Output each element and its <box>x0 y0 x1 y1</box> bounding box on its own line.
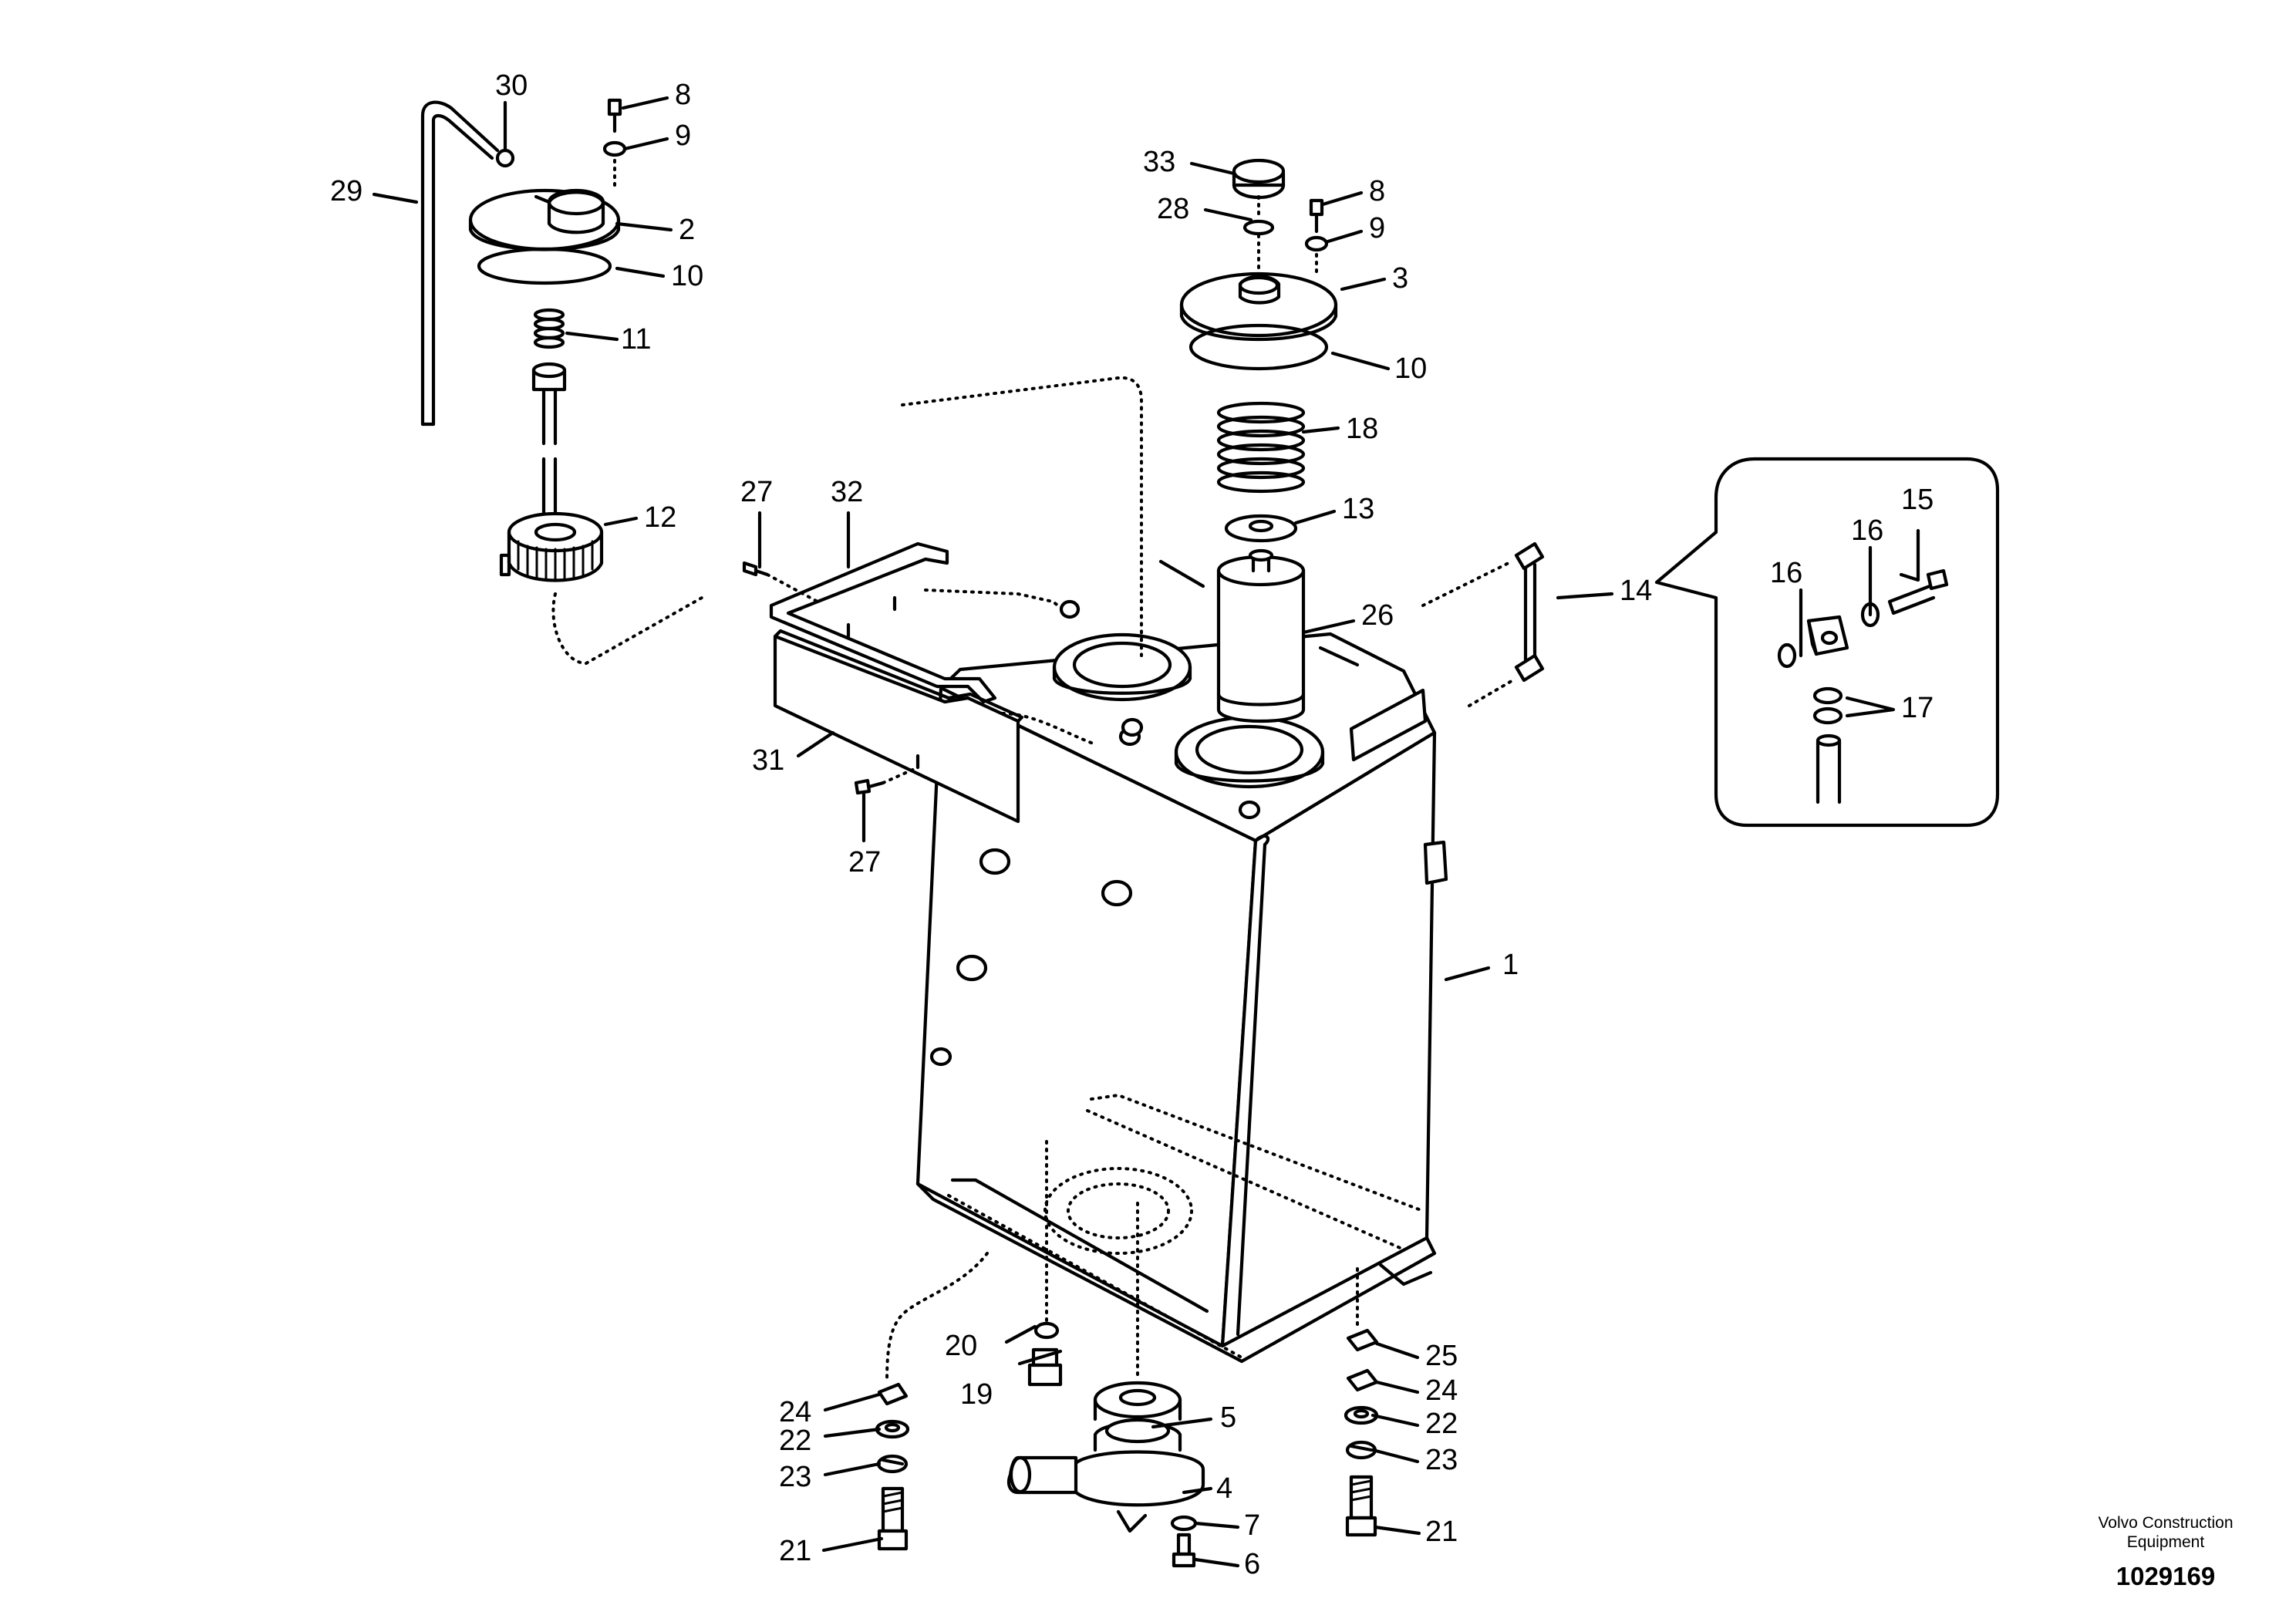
callout-23b: 23 <box>1425 1444 1458 1476</box>
callout-6: 6 <box>1244 1548 1260 1580</box>
callout-30: 30 <box>495 69 528 102</box>
bottom-parts <box>875 1140 1379 1568</box>
brand-line-2: Equipment <box>2127 1533 2205 1551</box>
callout-26: 26 <box>1361 599 1394 632</box>
document-number: 1029169 <box>2116 1562 2215 1590</box>
filter-assembly <box>1179 158 1338 723</box>
brand-line-1: Volvo Construction <box>2098 1514 2233 1532</box>
callout-32: 32 <box>831 476 863 508</box>
bracket-assembly <box>742 376 1143 824</box>
callout-9b: 9 <box>1369 212 1385 244</box>
callout-24a: 24 <box>779 1396 811 1428</box>
callout-2: 2 <box>679 214 695 246</box>
callout-13: 13 <box>1342 493 1374 525</box>
callout-12: 12 <box>644 501 676 534</box>
callout-22a: 22 <box>779 1425 811 1457</box>
level-gauge <box>1421 541 1545 707</box>
hydraulic-tank <box>915 559 1448 1364</box>
leader-lines <box>372 96 1920 1568</box>
callout-20: 20 <box>945 1330 977 1362</box>
callout-21a: 21 <box>779 1535 811 1567</box>
callout-31: 31 <box>752 744 784 777</box>
callout-19: 19 <box>960 1378 993 1411</box>
callout-10a: 10 <box>671 260 703 292</box>
callout-27a: 27 <box>740 476 773 508</box>
callout-23a: 23 <box>779 1461 811 1493</box>
callout-7: 7 <box>1244 1509 1260 1542</box>
detail-bubble <box>1654 457 2000 828</box>
callout-16b: 16 <box>1851 514 1883 547</box>
callout-17: 17 <box>1901 692 1934 724</box>
callout-labels: 1 2 3 4 5 6 7 8 8 9 9 10 10 11 12 13 14 … <box>330 69 1934 1580</box>
callout-29: 29 <box>330 175 362 207</box>
callout-27b: 27 <box>848 846 881 878</box>
callout-16a: 16 <box>1770 557 1802 589</box>
callout-24b: 24 <box>1425 1374 1458 1407</box>
callout-18: 18 <box>1346 413 1378 445</box>
callout-5: 5 <box>1220 1401 1236 1434</box>
breather-assembly <box>420 98 703 666</box>
callout-9a: 9 <box>675 120 691 152</box>
callout-33: 33 <box>1143 146 1175 178</box>
callout-14: 14 <box>1620 575 1652 607</box>
callout-11: 11 <box>621 323 651 356</box>
callout-8a: 8 <box>675 79 691 111</box>
callout-10b: 10 <box>1394 352 1427 385</box>
callout-21b: 21 <box>1425 1516 1458 1548</box>
callout-28: 28 <box>1157 193 1189 225</box>
callout-1: 1 <box>1502 949 1519 981</box>
drawing-id-block: Volvo Construction Equipment 1029169 <box>2098 1514 2233 1590</box>
callout-15: 15 <box>1901 484 1934 516</box>
callout-25: 25 <box>1425 1340 1458 1372</box>
callout-4: 4 <box>1216 1472 1232 1505</box>
callout-8b: 8 <box>1369 175 1385 207</box>
callout-22b: 22 <box>1425 1408 1458 1440</box>
callout-3: 3 <box>1392 262 1408 295</box>
